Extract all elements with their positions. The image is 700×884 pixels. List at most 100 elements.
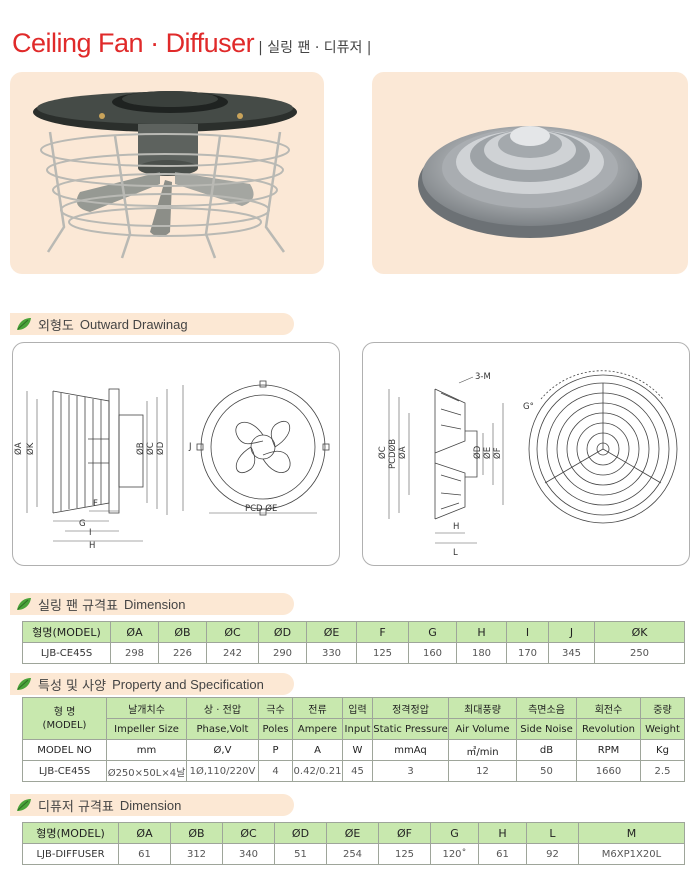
table-cell: 3 [372,760,449,782]
table-cell: 180 [456,642,507,664]
section-outward-drawing: 외형도 Outward Drawinag [10,313,294,335]
section-diffuser-dimension: 디퓨저 규격표 Dimension [10,794,294,816]
dim-label: G° [523,402,534,412]
column-header: 형명(MODEL) [22,822,119,844]
table-row: LJB-CE45S Ø250×50L×4날 1Ø,110/220V 4 0.42… [22,760,685,782]
dim-label: I [89,528,92,538]
column-header: F [356,621,409,643]
table-cell: 120˚ [430,843,479,865]
column-header: ØE [306,621,357,643]
page-title: Ceiling Fan · Diffuser [12,28,255,58]
table-cell: 61 [118,843,171,865]
table-cell: LJB-CE45S [22,760,107,782]
column-header: ØD [258,621,307,643]
column-header: ØD [274,822,327,844]
dim-label: ØD [472,445,483,459]
table-cell: M6XP1X20L [578,843,685,865]
table-cell: 226 [158,642,207,664]
column-header: 극수 [258,697,293,719]
column-header: 정격정압 [372,697,449,719]
section-property-specification: 특성 및 사양 Property and Specification [10,673,294,695]
column-header: Phase,Volt [186,718,259,740]
table-cell: 312 [170,843,223,865]
column-header: ØB [158,621,207,643]
unit-cell: W [342,739,373,761]
leaf-icon [16,317,32,331]
section-title-ko: 디퓨저 규격표 [38,799,114,815]
column-header: 최대풍량 [448,697,517,719]
table-cell: 345 [548,642,595,664]
table-header-row: Impeller Size Phase,Volt Poles Ampere In… [23,718,685,740]
column-header: 입력 [342,697,373,719]
table-row: LJB-DIFFUSER 61 312 340 51 254 125 120˚ … [22,843,685,865]
table-cell: 254 [326,843,379,865]
column-header: Poles [258,718,293,740]
table-cell: 45 [342,760,373,782]
diffuser-dimension-table: 형명(MODEL) ØA ØB ØC ØD ØE ØF G H L M LJB-… [22,822,685,865]
column-header: Static Pressure [372,718,449,740]
fan-dimension-table: 형명(MODEL) ØA ØB ØC ØD ØE F G H I J ØK LJ… [22,621,685,664]
table-cell: 330 [306,642,357,664]
dim-label: J [188,442,192,452]
column-header: G [430,822,479,844]
dim-label: ØE [482,447,493,459]
section-title-ko: 실링 팬 규격표 [38,598,119,614]
column-header: L [526,822,579,844]
unit-cell: Kg [640,739,685,761]
section-title-en: Outward Drawinag [79,316,188,332]
dim-label: ØD [155,441,166,455]
unit-cell: mmAq [372,739,449,761]
table-header-row: 형 명 (MODEL) 날개치수 상 · 전압 극수 전류 입력 정격정압 최대… [22,697,685,740]
property-specification-table: 형 명 (MODEL) 날개치수 상 · 전압 극수 전류 입력 정격정압 최대… [22,697,685,782]
column-header: ØA [118,822,171,844]
column-header: J [548,621,595,643]
table-cell: 242 [206,642,259,664]
column-header: Ampere [292,718,343,740]
table-cell: 2.5 [640,760,685,782]
column-header: G [408,621,457,643]
table-cell: 50 [516,760,577,782]
column-header: Side Noise [516,718,577,740]
column-header: Revolution [576,718,641,740]
dim-label: ØB [135,442,146,455]
section-title-en: Property and Specification [112,676,264,692]
diffuser-photo [372,72,688,274]
table-cell: 1660 [576,760,641,782]
table-cell: 160 [408,642,457,664]
unit-cell: A [292,739,343,761]
column-header: 상 · 전압 [186,697,259,719]
dim-label: ØK [25,442,36,455]
dim-label: ØC [145,442,156,455]
table-cell: 125 [356,642,409,664]
table-cell: LJB-DIFFUSER [22,843,119,865]
dim-label: ØA [13,442,24,455]
table-cell: LJB-CE45S [22,642,111,664]
table-cell: 51 [274,843,327,865]
section-title-en: Dimension [124,596,186,612]
table-header-row: 형명(MODEL) ØA ØB ØC ØD ØE F G H I J ØK [22,621,685,643]
table-cell: 4 [258,760,293,782]
table-cell: 125 [378,843,431,865]
table-cell: Ø250×50L×4날 [106,760,187,782]
column-header: 회전수 [576,697,641,719]
dim-label: G [79,519,86,529]
unit-cell: P [258,739,293,761]
table-cell: 250 [594,642,685,664]
column-header: I [506,621,549,643]
dim-label: H [89,541,95,551]
column-header: H [456,621,507,643]
unit-cell: RPM [576,739,641,761]
dim-label: 3-M [475,372,491,382]
unit-label: MODEL NO [22,739,107,761]
column-header: ØB [170,822,223,844]
unit-cell: dB [516,739,577,761]
leaf-icon [16,798,32,812]
column-header: ØC [222,822,275,844]
section-fan-dimension: 실링 팬 규격표 Dimension [10,593,294,615]
section-title-ko: 외형도 [38,318,74,334]
dim-label: PCD ØE [245,503,277,514]
column-header: 측면소음 [516,697,577,719]
table-row: LJB-CE45S 298 226 242 290 330 125 160 18… [22,642,685,664]
dim-label: PCDØB [387,439,398,469]
dim-label: F [93,499,98,509]
